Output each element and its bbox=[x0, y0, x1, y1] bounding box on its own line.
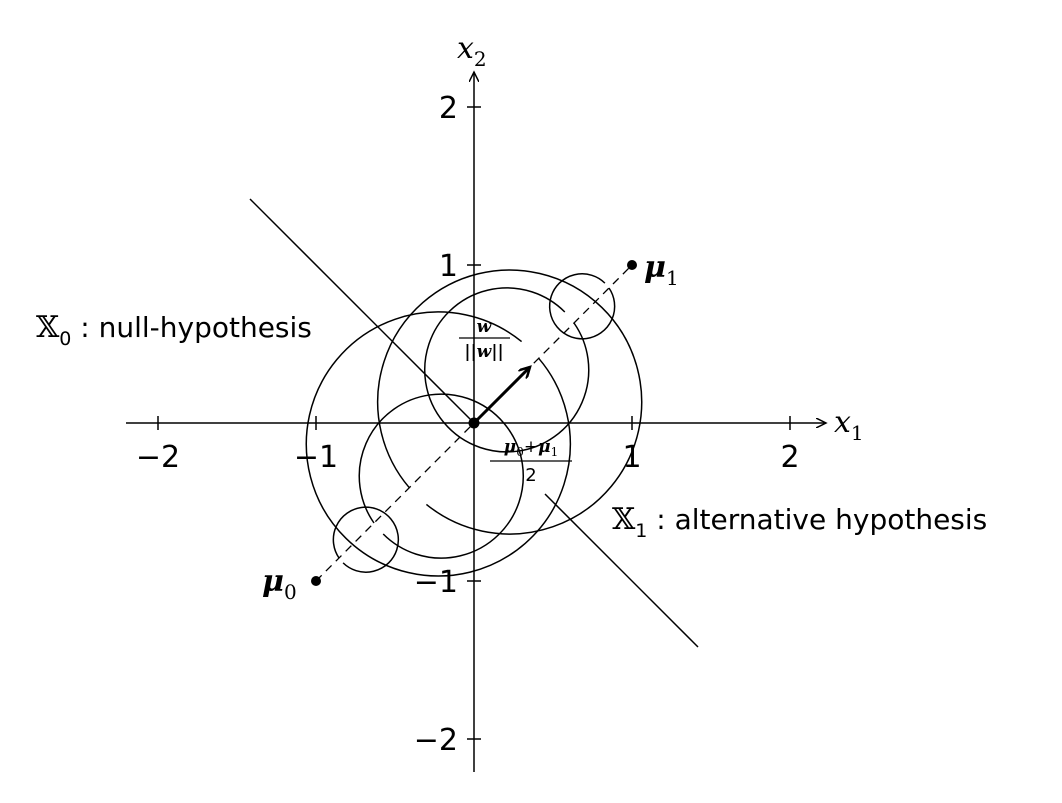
x-tick-label: −1 bbox=[294, 440, 338, 475]
alternative-hypothesis-label: 𝕏1 : alternative hypothesis bbox=[612, 502, 987, 542]
null-hypothesis-label: 𝕏0 : null-hypothesis bbox=[36, 310, 312, 350]
mean-connector-dashed bbox=[315, 264, 633, 582]
mu1-point bbox=[627, 260, 637, 270]
midpoint-label: μ0+μ1 2 bbox=[490, 437, 572, 486]
midpoint-numerator: μ0+μ1 bbox=[504, 437, 558, 459]
contours-mu0 bbox=[332, 269, 643, 573]
contours-mu1 bbox=[305, 273, 616, 577]
decision-boundary-upper bbox=[249, 198, 475, 424]
y-tick-label: −2 bbox=[414, 723, 458, 758]
x-tick-label: −2 bbox=[136, 440, 180, 475]
x-axis-label: x1 bbox=[834, 405, 864, 445]
y-axis-label: x2 bbox=[457, 31, 487, 71]
x-tick-label: 2 bbox=[780, 440, 799, 475]
w-denominator: ||w|| bbox=[464, 342, 503, 362]
contour-ring bbox=[376, 269, 643, 535]
w-vector-arrow bbox=[472, 367, 530, 425]
midpoint-denominator: 2 bbox=[525, 465, 536, 486]
contour-ring bbox=[548, 273, 616, 340]
y-tick-label: −1 bbox=[414, 565, 458, 600]
contour-ring bbox=[423, 287, 590, 453]
w-numerator: w bbox=[477, 317, 493, 337]
y-tick-label: 2 bbox=[439, 91, 458, 126]
mu0-point bbox=[311, 576, 321, 586]
contour-ring bbox=[358, 393, 525, 559]
mu0-label: μ0 bbox=[262, 564, 297, 604]
w-normalized-label: w ||w|| bbox=[459, 317, 510, 362]
contour-ring bbox=[332, 506, 400, 573]
mu1-label: μ1 bbox=[644, 250, 679, 290]
y-tick-label: 1 bbox=[439, 249, 458, 284]
contour-ring bbox=[305, 311, 572, 577]
origin-point bbox=[468, 417, 480, 429]
x-tick-label: 1 bbox=[622, 440, 641, 475]
